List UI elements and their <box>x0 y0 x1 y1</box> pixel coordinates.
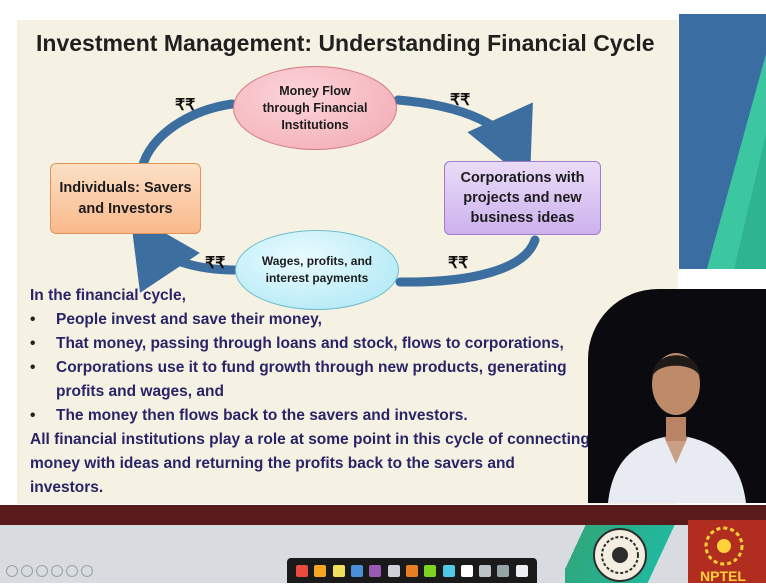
node-money-flow-line1: Money Flow <box>279 83 351 98</box>
node-individuals-line1: Individuals: Savers <box>59 179 192 196</box>
nptel-logo-panel <box>688 520 766 583</box>
pointer-icon[interactable] <box>460 564 473 577</box>
pen-green-icon[interactable] <box>424 564 437 577</box>
laser-icon[interactable] <box>479 564 492 577</box>
intro-text: In the financial cycle, <box>30 287 186 304</box>
annotation-toolbar <box>287 558 537 583</box>
pen-cyan-icon[interactable] <box>442 564 455 577</box>
node-money-flow: Money Flow through Financial Institution… <box>233 66 397 150</box>
node-individuals: Individuals: Savers and Investors <box>50 163 201 234</box>
bullet-item: • The money then flows back to the saver… <box>30 404 590 428</box>
arrow-bottom-left <box>129 213 240 293</box>
bullet-item: • That money, passing through loans and … <box>30 332 590 356</box>
rupee-label-top-right: ₹₹ <box>450 92 471 109</box>
nptel-wordmark: NPTEL <box>700 568 746 584</box>
slide-title: Investment Management: Understanding Fin… <box>36 30 655 56</box>
node-money-flow-line2: through Financial <box>262 100 368 115</box>
bullet-dot: • <box>30 359 36 376</box>
node-individuals-line2: and Investors <box>78 200 173 217</box>
control-icon[interactable] <box>21 565 33 577</box>
bullet-text: Corporations use it to fund growth throu… <box>56 359 567 400</box>
control-icon[interactable] <box>36 565 48 577</box>
highlighter-icon[interactable] <box>332 564 345 577</box>
node-wages-line1: Wages, profits, and <box>261 254 373 268</box>
node-corporations-line1: Corporations with <box>460 170 585 186</box>
pen-orange-icon[interactable] <box>314 564 327 577</box>
footer-bar <box>0 505 766 525</box>
screen-icon[interactable] <box>497 564 510 577</box>
arrow-top-left <box>137 99 237 173</box>
control-icon[interactable] <box>81 565 93 577</box>
bullet-item: • Corporations use it to fund growth thr… <box>30 356 590 404</box>
pen-purple-icon[interactable] <box>369 564 382 577</box>
control-icon[interactable] <box>6 565 18 577</box>
pen-red-icon[interactable] <box>296 564 309 577</box>
slide-body: In the financial cycle, • People invest … <box>30 284 590 500</box>
closing-text: All financial institutions play a role a… <box>30 431 590 496</box>
arrow-top-right <box>393 95 533 183</box>
arrow-bottom-right <box>395 235 540 287</box>
pen-blue-icon[interactable] <box>351 564 364 577</box>
bullet-item: • People invest and save their money, <box>30 308 590 332</box>
node-corporations: Corporations with projects and new busin… <box>444 161 601 235</box>
bullet-text: That money, passing through loans and st… <box>56 335 564 352</box>
pen-brown-icon[interactable] <box>405 564 418 577</box>
node-corporations-line3: business ideas <box>470 210 575 226</box>
bullet-dot: • <box>30 335 36 352</box>
bullet-text: The money then flows back to the savers … <box>56 407 468 424</box>
presenter-figure <box>608 353 746 503</box>
nptel-emblem-icon <box>704 526 744 566</box>
decor-green-stripe <box>707 54 766 269</box>
rupee-label-bottom-right: ₹₹ <box>448 255 469 272</box>
eraser-icon[interactable] <box>387 564 400 577</box>
clear-icon[interactable] <box>515 564 528 577</box>
player-controls <box>6 565 93 577</box>
presenter-video <box>588 289 766 503</box>
node-money-flow-line3: Institutions <box>281 117 349 132</box>
node-corporations-line2: projects and new <box>463 190 582 206</box>
rupee-label-bottom-left: ₹₹ <box>205 255 226 272</box>
bullet-dot: • <box>30 311 36 328</box>
bullet-text: People invest and save their money, <box>56 311 322 328</box>
control-icon[interactable] <box>51 565 63 577</box>
rupee-label-top-left: ₹₹ <box>175 97 196 114</box>
node-wages: Wages, profits, and interest payments <box>235 230 399 310</box>
node-wages-line2: interest payments <box>265 271 369 285</box>
control-icon[interactable] <box>66 565 78 577</box>
bullet-dot: • <box>30 407 36 424</box>
iit-kharagpur-logo <box>593 528 647 582</box>
